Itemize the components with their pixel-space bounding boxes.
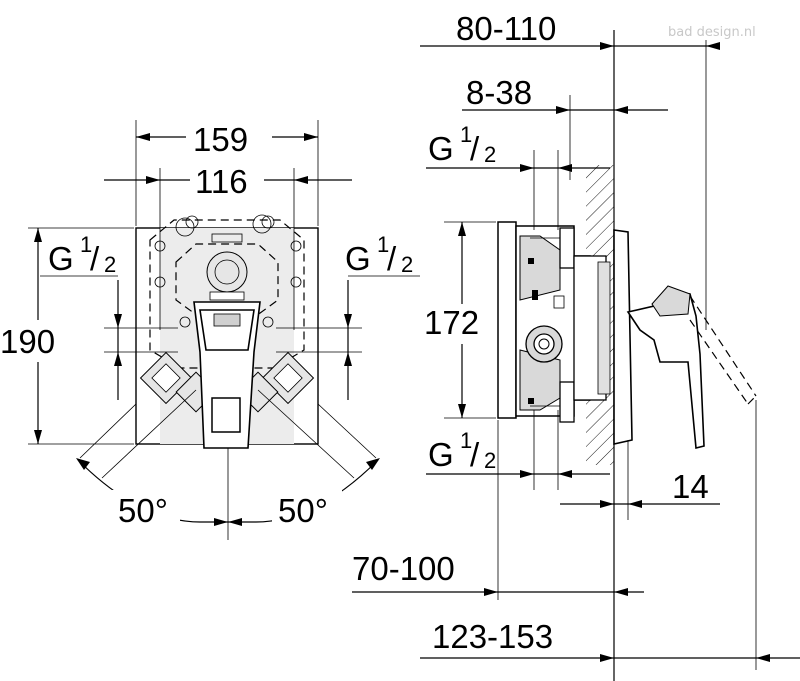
front-view: 159 116 190 G 1 / 2	[0, 115, 420, 540]
svg-text:1: 1	[80, 232, 92, 257]
dim-plate-thickness: 14	[672, 468, 709, 505]
connection-label-right: G 1 / 2	[345, 232, 413, 277]
svg-text:/: /	[470, 130, 480, 167]
mixer-lever-side	[626, 285, 757, 450]
mount-lug-left	[175, 217, 195, 237]
connection-label-left: G 1 / 2	[48, 232, 116, 277]
svg-text:G: G	[48, 240, 74, 277]
connection-label-bottom: G 1 / 2	[428, 428, 496, 473]
dim-overall-depth: 123-153	[432, 618, 553, 655]
dim-depth-total: 80-110	[456, 10, 556, 47]
svg-text:/: /	[90, 240, 100, 277]
connection-label-top: G 1 / 2	[428, 122, 496, 167]
dim-depth-wall: 8-38	[466, 74, 532, 111]
side-view: 80-110 8-38 G 1 / 2 172	[352, 10, 800, 681]
dim-width-outer: 159	[193, 121, 248, 158]
svg-text:/: /	[470, 436, 480, 473]
svg-text:2: 2	[401, 252, 413, 277]
svg-text:G: G	[428, 130, 454, 167]
svg-text:1: 1	[377, 232, 389, 257]
dim-height-front: 190	[0, 323, 55, 360]
dim-height-side: 172	[424, 304, 479, 341]
watermark-text: bad design.nl	[668, 25, 756, 40]
svg-text:2: 2	[104, 252, 116, 277]
svg-text:G: G	[428, 436, 454, 473]
svg-text:1: 1	[460, 428, 472, 453]
svg-text:2: 2	[484, 448, 496, 473]
angle-right-label: 50°	[278, 492, 328, 529]
svg-text:/: /	[387, 240, 397, 277]
mixer-lever	[193, 291, 261, 449]
dim-install-depth: 70-100	[352, 550, 455, 587]
valve-body-side	[497, 221, 611, 423]
svg-text:1: 1	[460, 122, 472, 147]
angle-left-label: 50°	[118, 492, 168, 529]
mount-lug-right	[252, 214, 272, 234]
center-port	[206, 251, 248, 293]
cover-plate-side	[613, 229, 633, 445]
valve-body-dashed	[149, 219, 305, 369]
dim-width-inner: 116	[195, 163, 248, 200]
svg-text:G: G	[345, 240, 371, 277]
svg-text:2: 2	[484, 142, 496, 167]
